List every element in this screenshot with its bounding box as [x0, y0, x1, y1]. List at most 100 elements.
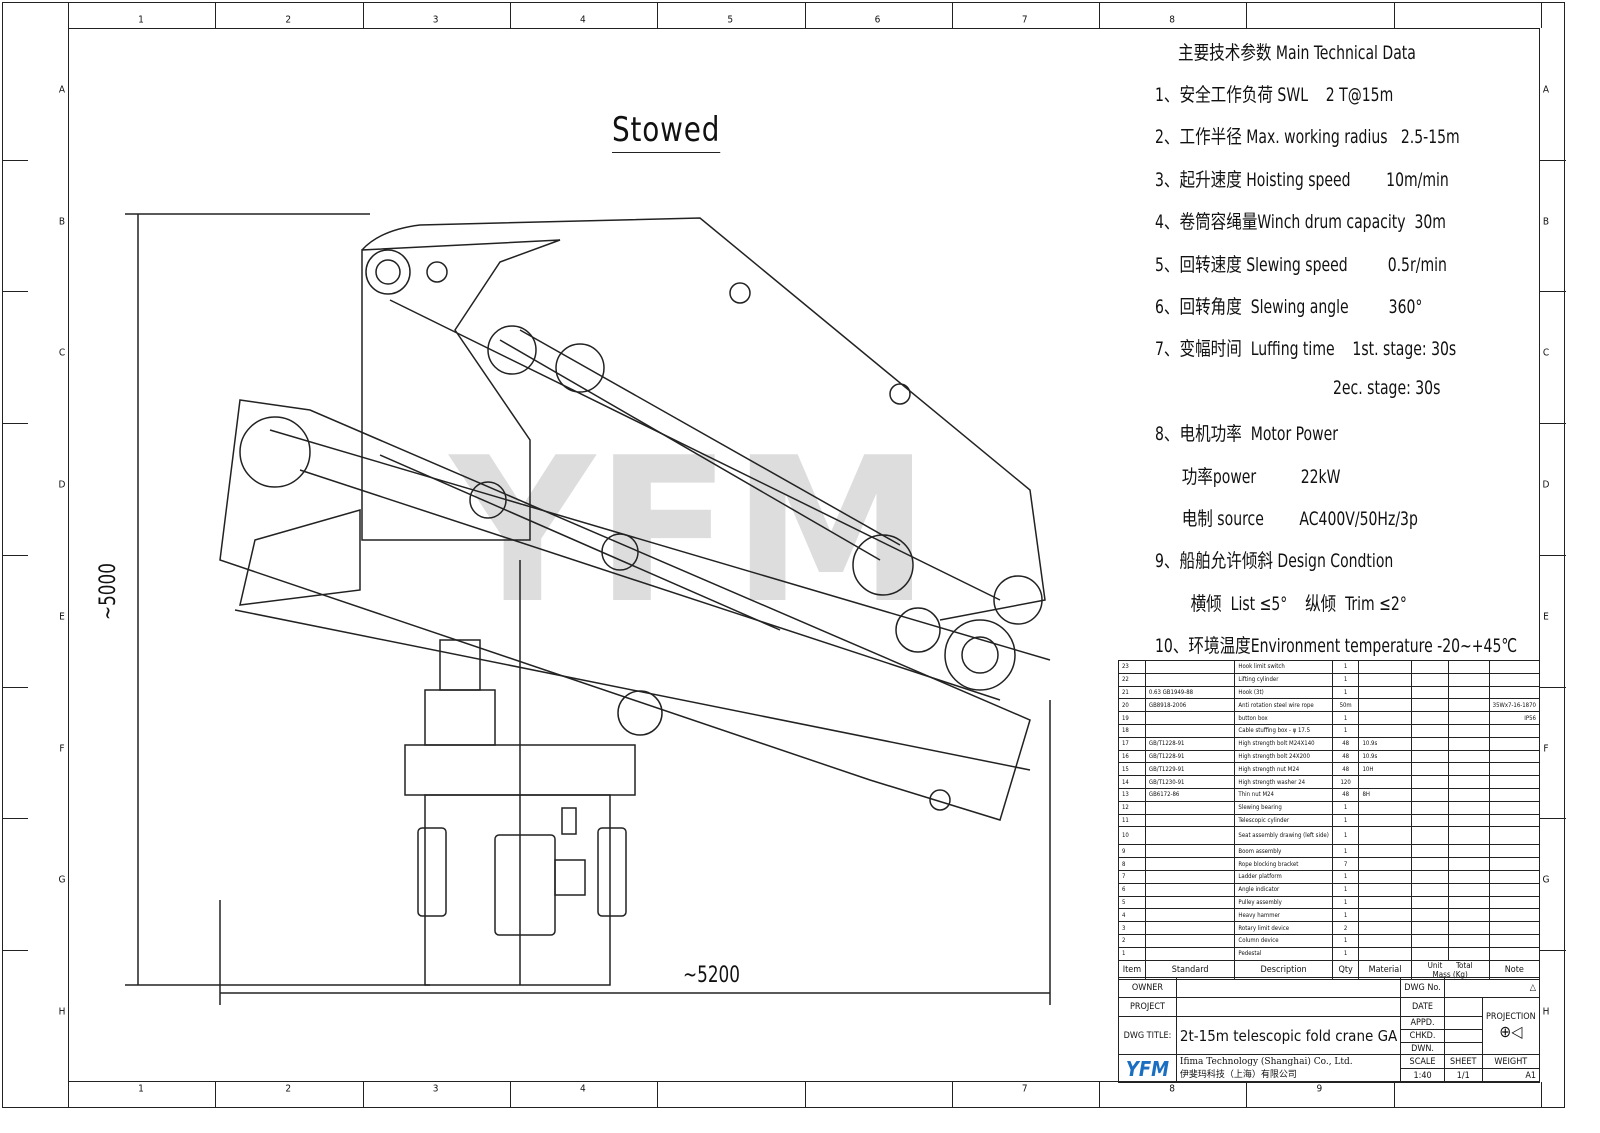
spec-item: 5、回转速度 Slewing speed 0.5r/min — [1155, 253, 1447, 276]
parts-note — [1488, 749, 1541, 764]
parts-mass — [1410, 895, 1449, 910]
parts-material — [1358, 869, 1412, 884]
parts-qty: 1 — [1331, 660, 1360, 674]
parts-qty: 1 — [1331, 946, 1360, 961]
spec-item: 功率power 22kW — [1155, 465, 1341, 488]
header-mass-label: Mass (Kg) — [1432, 969, 1468, 979]
parts-header-row: Item Standard Description Qty Material U… — [1118, 959, 1541, 980]
parts-material — [1358, 844, 1412, 859]
parts-item: 17 — [1118, 736, 1146, 751]
parts-mass — [1447, 933, 1490, 948]
parts-description: Cable stuffing box - φ 17.5 — [1234, 723, 1333, 738]
parts-item: 21 — [1118, 685, 1146, 700]
view-title: Stowed — [612, 110, 721, 153]
parts-mass — [1410, 882, 1449, 897]
projection-symbol-icon: ⊕◁ — [1499, 1021, 1523, 1041]
parts-mass — [1447, 800, 1490, 815]
parts-item: 23 — [1118, 660, 1146, 674]
scale-value: 1:40 — [1400, 1068, 1445, 1083]
company-name-en: Ifima Technology (Shanghai) Co., Ltd. — [1179, 1057, 1353, 1067]
parts-note — [1488, 895, 1541, 910]
parts-material — [1358, 775, 1412, 789]
parts-mass — [1410, 672, 1449, 687]
parts-material — [1358, 857, 1412, 871]
parts-standard — [1144, 660, 1236, 674]
parts-mass — [1410, 946, 1449, 961]
parts-description: Pulley assembly — [1234, 895, 1333, 910]
zone-column-label: 4 — [580, 14, 586, 26]
zone-row-label: E — [1543, 611, 1549, 623]
parts-standard: 0.63 GB1949-88 — [1144, 685, 1236, 700]
parts-item: 16 — [1118, 749, 1146, 764]
parts-note — [1488, 660, 1541, 674]
parts-description: High strength washer 24 — [1234, 775, 1333, 789]
parts-description: Pedestal — [1234, 946, 1333, 961]
parts-mass — [1410, 787, 1449, 802]
parts-item: 3 — [1118, 921, 1146, 935]
parts-material — [1358, 800, 1412, 815]
parts-description: High strength bolt 24X200 — [1234, 749, 1333, 764]
parts-mass — [1410, 908, 1449, 923]
zone-row-label: D — [1542, 479, 1550, 491]
dwg-title-label: DWG TITLE: — [1118, 1016, 1177, 1055]
zone-row-label: H — [58, 1006, 66, 1018]
parts-item: 8 — [1118, 857, 1146, 871]
parts-description: High strength bolt M24X140 — [1234, 736, 1333, 751]
parts-qty: 1 — [1331, 933, 1360, 948]
parts-mass — [1410, 921, 1449, 935]
parts-standard: GB/T1230-91 — [1144, 775, 1236, 789]
parts-mass — [1410, 660, 1449, 674]
zone-column-label-bottom: 2 — [285, 1083, 292, 1095]
parts-qty: 1 — [1331, 685, 1360, 700]
parts-note — [1488, 826, 1541, 846]
parts-mass — [1447, 672, 1490, 687]
sheet-label: SHEET — [1443, 1054, 1483, 1069]
parts-qty: 48 — [1331, 736, 1360, 751]
zone-column-label-bottom: 8 — [1169, 1083, 1175, 1095]
parts-item: 9 — [1118, 844, 1146, 859]
parts-qty: 1 — [1331, 826, 1360, 846]
parts-note — [1488, 857, 1541, 871]
parts-qty: 48 — [1331, 762, 1360, 777]
parts-standard — [1144, 826, 1236, 846]
parts-mass — [1447, 844, 1490, 859]
dwn-label: DWN. — [1400, 1042, 1445, 1055]
parts-qty: 1 — [1331, 813, 1360, 828]
parts-mass — [1447, 882, 1490, 897]
parts-description: Heavy hammer — [1234, 908, 1333, 923]
parts-note — [1488, 946, 1541, 961]
parts-mass — [1410, 813, 1449, 828]
project-label: PROJECT — [1118, 997, 1177, 1017]
date-label: DATE — [1400, 997, 1445, 1017]
parts-mass — [1447, 895, 1490, 910]
parts-mass — [1447, 826, 1490, 846]
parts-note — [1488, 869, 1541, 884]
parts-material: 10.9s — [1358, 749, 1412, 764]
zone-row-label: D — [58, 479, 66, 491]
parts-note — [1488, 736, 1541, 751]
parts-description: Rotary limit device — [1234, 921, 1333, 935]
parts-note — [1488, 813, 1541, 828]
parts-material: 10.9s — [1358, 736, 1412, 751]
parts-standard: GB/T1228-91 — [1144, 736, 1236, 751]
parts-qty: 2 — [1331, 921, 1360, 935]
parts-standard — [1144, 908, 1236, 923]
parts-qty: 1 — [1331, 908, 1360, 923]
parts-qty: 1 — [1331, 882, 1360, 897]
parts-item: 5 — [1118, 895, 1146, 910]
zone-column-label-bottom: 3 — [432, 1083, 439, 1095]
spec-item: 电制 source AC400V/50Hz/3p — [1155, 508, 1418, 530]
sheet-value: 1/1 — [1443, 1068, 1483, 1083]
parts-note — [1488, 775, 1541, 789]
